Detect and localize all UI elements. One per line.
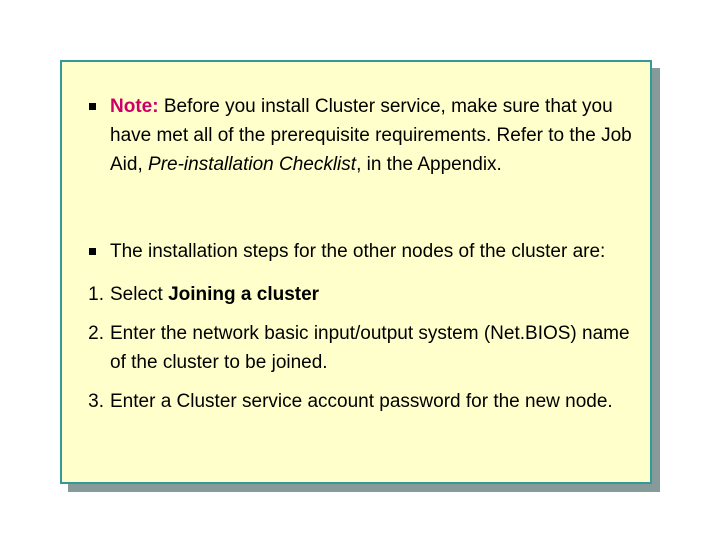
step-number: 1. — [88, 284, 104, 305]
step-lead: Select — [110, 284, 169, 305]
note-paragraph: Note: Before you install Cluster service… — [110, 92, 636, 179]
square-bullet-icon — [84, 237, 110, 266]
note-label: Note: — [110, 96, 159, 117]
step-text: Select Joining a cluster — [110, 280, 636, 309]
square-bullet-icon — [84, 92, 110, 121]
step-text: Enter the network basic input/output sys… — [110, 323, 630, 373]
note-body: Before you install Cluster service, make… — [110, 96, 632, 175]
list-item: 3. Enter a Cluster service account passw… — [84, 387, 636, 416]
list-item: 2. Enter the network basic input/output … — [84, 319, 636, 377]
step-number: 2. — [88, 323, 104, 344]
step-bold-option: Joining a cluster — [168, 284, 320, 305]
spacer — [84, 377, 636, 387]
intro-paragraph: The installation steps for the other nod… — [110, 241, 606, 262]
spacer — [84, 179, 636, 237]
list-item: 1. Select Joining a cluster — [84, 280, 636, 309]
content-list: Note: Before you install Cluster service… — [84, 92, 636, 416]
step-number: 3. — [88, 391, 104, 412]
spacer — [84, 266, 636, 280]
step-text: Enter a Cluster service account password… — [110, 391, 613, 412]
content-box: Note: Before you install Cluster service… — [60, 60, 652, 484]
list-item: The installation steps for the other nod… — [84, 237, 636, 266]
note-tail: , in the Appendix. — [356, 154, 502, 175]
list-item: Note: Before you install Cluster service… — [84, 92, 636, 179]
spacer — [84, 309, 636, 319]
note-italic-title: Pre-installation Checklist — [148, 154, 357, 175]
